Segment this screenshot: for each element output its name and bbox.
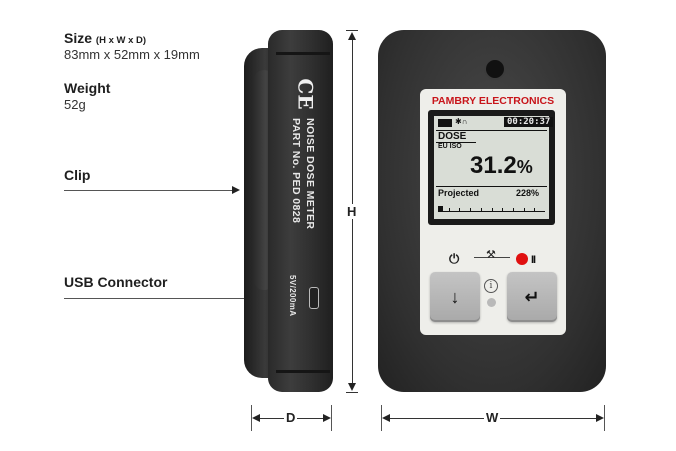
- ce-mark-icon: CE: [293, 78, 318, 110]
- width-arrow-right-icon: [596, 414, 604, 422]
- lcd-mode: DOSE: [438, 131, 467, 142]
- enter-button[interactable]: ↵: [507, 272, 557, 322]
- lanyard-hole: [484, 58, 506, 80]
- height-cap-bottom: [346, 392, 358, 393]
- width-label: W: [484, 410, 501, 425]
- side-ridge-top: [276, 52, 330, 55]
- dose-number: 31.2: [470, 152, 517, 179]
- depth-arrow-right-icon: [323, 414, 331, 422]
- side-view-body: [268, 30, 333, 392]
- battery-icon: [438, 119, 452, 127]
- dose-progress-fill: [438, 206, 444, 211]
- clip-callout-line: [64, 190, 232, 191]
- wrench-icon: ⚒: [486, 249, 496, 261]
- brand-name: PAMBRY ELECTRONICS: [431, 95, 555, 107]
- lcd-screen: [434, 116, 549, 219]
- headphone-icon: ∩: [461, 117, 468, 126]
- lcd-standard: EU ISO: [438, 143, 462, 150]
- height-cap-top: [346, 30, 358, 31]
- pause-icon: II: [531, 254, 536, 266]
- settings-combo-line: [474, 257, 510, 258]
- width-arrow-left-icon: [382, 414, 390, 422]
- usb-callout-line: [64, 298, 248, 299]
- progress-tick: [512, 208, 514, 211]
- lcd-timer: 00:20:37: [504, 117, 554, 127]
- height-label: H: [345, 204, 359, 219]
- height-arrow-down-icon: [348, 383, 356, 391]
- down-arrow-icon: ↓: [450, 286, 460, 307]
- depth-label: D: [284, 410, 298, 425]
- projected-value: 228%: [516, 188, 540, 198]
- dose-progress-bar: [438, 203, 545, 212]
- dose-unit: %: [516, 157, 533, 177]
- enter-arrow-icon: ↵: [524, 286, 540, 307]
- progress-tick: [470, 208, 472, 211]
- usb-callout-label: USB Connector: [64, 274, 168, 290]
- clip-callout-label: Clip: [64, 167, 91, 183]
- status-led: [487, 298, 496, 307]
- side-label-line1: NOISE DOSE METER: [304, 118, 316, 230]
- side-label-line2: PART No. PED 0828: [290, 118, 302, 224]
- progress-tick: [448, 208, 450, 211]
- progress-tick: [491, 208, 493, 211]
- lcd-mode-underline: [436, 142, 476, 143]
- width-cap-right: [604, 405, 605, 431]
- size-label: Size (H x W x D): [64, 30, 147, 46]
- usb-port-rating: 5V/200mA: [288, 275, 297, 317]
- progress-tick: [523, 208, 525, 211]
- progress-tick: [502, 208, 504, 211]
- depth-arrow-left-icon: [252, 414, 260, 422]
- height-arrow-up-icon: [348, 32, 356, 40]
- lcd-divider-bottom: [436, 186, 547, 187]
- depth-cap-right: [331, 405, 332, 431]
- usb-connector-port: [309, 287, 319, 309]
- status-icons: ✱∩: [455, 117, 467, 126]
- progress-tick: [459, 208, 461, 211]
- size-sub-label: (H x W x D): [95, 35, 147, 46]
- weight-label: Weight: [64, 80, 111, 96]
- bluetooth-icon: ✱: [455, 117, 462, 126]
- progress-tick: [480, 208, 482, 211]
- power-icon: ⏻: [449, 251, 460, 266]
- depth-cap-left: [251, 405, 252, 431]
- lcd-dose-value: 31.2%: [470, 152, 533, 180]
- clip-arrow-icon: [232, 186, 240, 194]
- weight-value: 52g: [64, 97, 86, 112]
- side-ridge-bottom: [276, 370, 330, 373]
- width-cap-left: [381, 405, 382, 431]
- lcd-divider-top: [436, 130, 547, 131]
- size-value: 83mm x 52mm x 19mm: [64, 47, 200, 62]
- projected-label: Projected: [438, 188, 480, 198]
- record-icon: [516, 253, 528, 265]
- info-icon: i: [484, 279, 498, 293]
- progress-tick: [534, 208, 536, 211]
- down-button[interactable]: ↓: [430, 272, 480, 322]
